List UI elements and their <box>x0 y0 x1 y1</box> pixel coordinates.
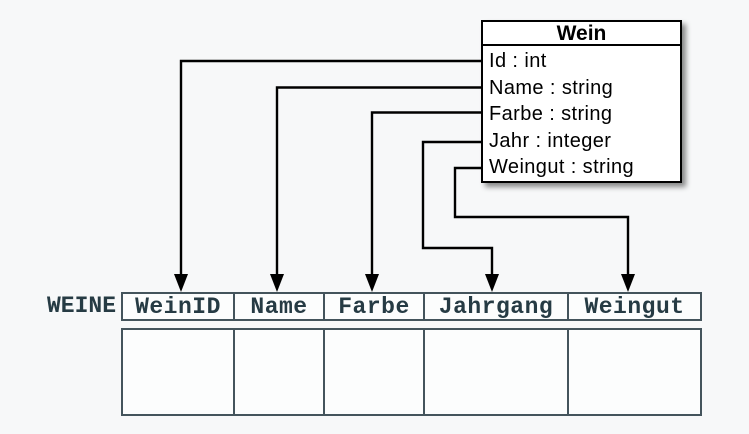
connector-id-to-weinid <box>179 59 482 276</box>
table-body-cell-jahrgang <box>423 328 569 416</box>
column-header-weingut: Weingut <box>567 292 702 321</box>
column-header-weinid: WeinID <box>121 292 235 321</box>
class-attribute-farbe: Farbe : string <box>489 103 613 125</box>
table-body-cell-weinid <box>121 328 235 416</box>
arrowhead-name <box>270 274 284 292</box>
arrowhead-farbe <box>365 274 379 292</box>
column-header-farbe: Farbe <box>323 292 425 321</box>
table-header-row: WeinID Name Farbe Jahrgang Weingut <box>121 292 704 321</box>
table-body-row <box>121 328 704 416</box>
arrowhead-jahrgang <box>485 274 499 292</box>
connector-farbe-to-farbe <box>370 111 482 276</box>
table-name-label: WEINE <box>46 293 116 319</box>
connector-name-to-name <box>275 86 482 276</box>
class-attribute-name: Name : string <box>489 76 614 99</box>
class-attribute-weingut: Weingut : string <box>489 156 634 178</box>
class-attribute-list: Id : int Name : string Farbe : string Ja… <box>483 46 680 181</box>
class-attribute-jahr: Jahr : integer <box>489 129 612 152</box>
class-attribute-id: Id : int <box>489 50 547 72</box>
arrowhead-weingut <box>621 274 635 292</box>
class-title: Wein <box>483 22 680 46</box>
table-body-cell-weingut <box>567 328 702 416</box>
column-header-jahrgang: Jahrgang <box>423 292 569 321</box>
table-body-cell-farbe <box>323 328 425 416</box>
arrowhead-weinid <box>174 274 188 292</box>
class-box-wein: Wein Id : int Name : string Farbe : stri… <box>481 20 682 183</box>
table-body-cell-name <box>233 328 325 416</box>
connector-weingut-to-weingut <box>453 166 630 276</box>
db-table-weine: WeinID Name Farbe Jahrgang Weingut <box>121 292 704 416</box>
column-header-name: Name <box>233 292 325 321</box>
connector-jahr-to-jahrgang <box>421 140 494 276</box>
